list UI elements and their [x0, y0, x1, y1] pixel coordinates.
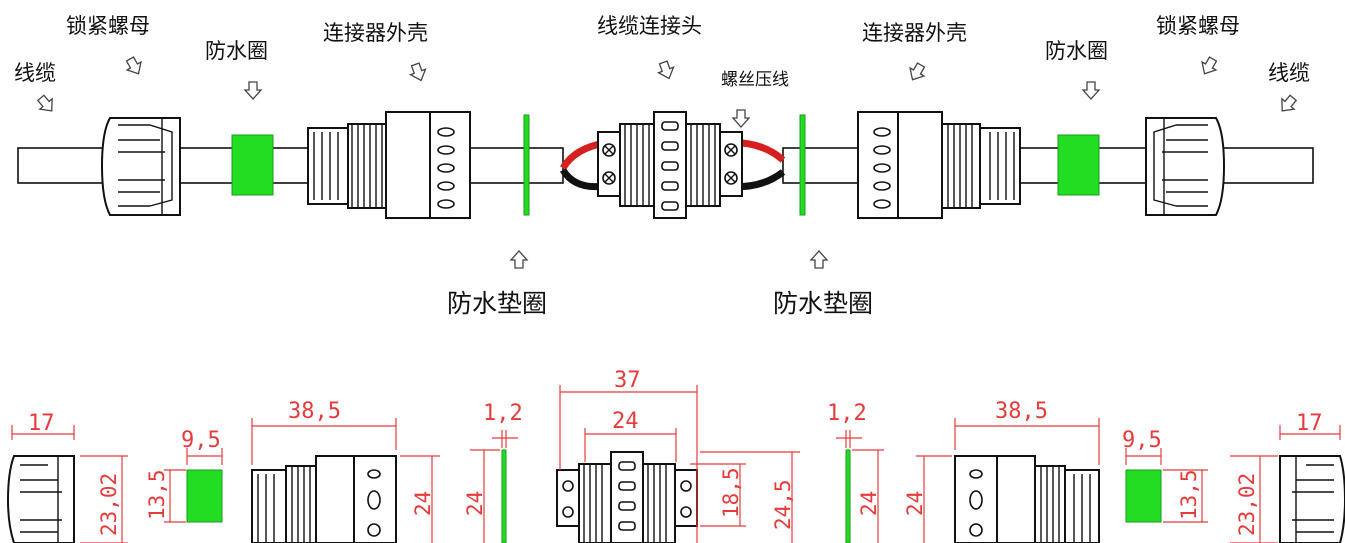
label-seal-ring-left: 防水圈 — [205, 39, 268, 63]
ring-left-part — [186, 469, 223, 523]
label-cable-left: 线缆 — [14, 61, 56, 85]
label-cable-right: 线缆 — [1268, 61, 1310, 85]
down-arrow-icon — [732, 109, 750, 128]
gasket-right-part — [845, 449, 851, 543]
label-lock-nut-right: 锁紧螺母 — [1156, 14, 1240, 38]
dim-gasket-left-h: 24 — [463, 491, 487, 516]
down-arrow-icon — [244, 81, 262, 100]
gasket-right-shape — [799, 114, 806, 216]
label-lock-nut-left: 锁紧螺母 — [66, 14, 150, 38]
label-housing-right: 连接器外壳 — [862, 21, 967, 45]
diagonal-arrow-icon — [407, 61, 430, 84]
dim-joint-inner-w: 24 — [612, 409, 639, 434]
diagonal-arrow-icon — [655, 59, 678, 82]
dim-ring-left-h: 13,5 — [145, 469, 169, 520]
dim-housing-left-w: 38,5 — [288, 399, 341, 424]
gasket-left-shape — [523, 114, 530, 216]
dim-ring-left-w: 9,5 — [181, 428, 221, 453]
label-gasket-right: 防水垫圈 — [773, 289, 873, 318]
label-seal-ring-right: 防水圈 — [1045, 39, 1108, 63]
housing-right-shape — [857, 111, 1021, 219]
diagonal-arrow-icon — [122, 54, 147, 79]
lock-nut-left-shape — [100, 117, 181, 216]
housing-left-shape — [307, 111, 471, 219]
dim-nut-left-h: 23,02 — [97, 473, 121, 536]
up-arrow-icon — [510, 250, 528, 269]
dim-joint-inner-h: 18,5 — [719, 467, 743, 518]
lock-nut-right-shape — [1145, 117, 1226, 216]
dim-housing-left-h: 24 — [411, 491, 435, 516]
down-arrow-icon — [1082, 81, 1100, 100]
housing-left-part — [251, 455, 397, 543]
dim-joint-total-h: 24,5 — [771, 479, 795, 530]
label-screw-crimp: 螺丝压线 — [721, 70, 789, 90]
dim-gasket-right-w: 1,2 — [827, 401, 867, 426]
ring-right-part — [1125, 469, 1162, 523]
dim-nut-right-w: 17 — [1296, 411, 1323, 436]
dim-gasket-right-h: 24 — [857, 491, 881, 516]
dim-joint-total-w: 37 — [614, 368, 641, 393]
label-cable-joint: 线缆连接头 — [597, 14, 702, 38]
diagonal-arrow-icon — [1275, 92, 1300, 117]
label-housing-left: 连接器外壳 — [323, 21, 428, 45]
dim-gasket-left-w: 1,2 — [483, 401, 523, 426]
dim-nut-left-w: 17 — [28, 411, 55, 436]
cable-joint-shape — [597, 111, 743, 219]
diagonal-arrow-icon — [904, 60, 929, 85]
dim-housing-right-h: 24 — [903, 491, 927, 516]
joint-part — [556, 451, 698, 543]
cable-left-shape — [17, 147, 564, 184]
dim-housing-right-w: 38,5 — [995, 399, 1048, 424]
dim-ring-right-h: 13,5 — [1177, 469, 1201, 520]
diagonal-arrow-icon — [1196, 54, 1221, 79]
dim-ring-right-w: 9,5 — [1122, 428, 1162, 453]
nut-right-part — [1279, 455, 1345, 543]
gasket-left-part — [501, 449, 507, 543]
seal-ring-right-shape — [1057, 134, 1100, 196]
up-arrow-icon — [810, 250, 828, 269]
nut-left-part — [6, 455, 75, 543]
dim-nut-right-h: 23,02 — [1235, 473, 1259, 536]
label-gasket-left: 防水垫圈 — [447, 289, 547, 318]
seal-ring-left-shape — [231, 134, 274, 196]
diagonal-arrow-icon — [34, 92, 59, 117]
housing-right-part — [954, 455, 1100, 543]
